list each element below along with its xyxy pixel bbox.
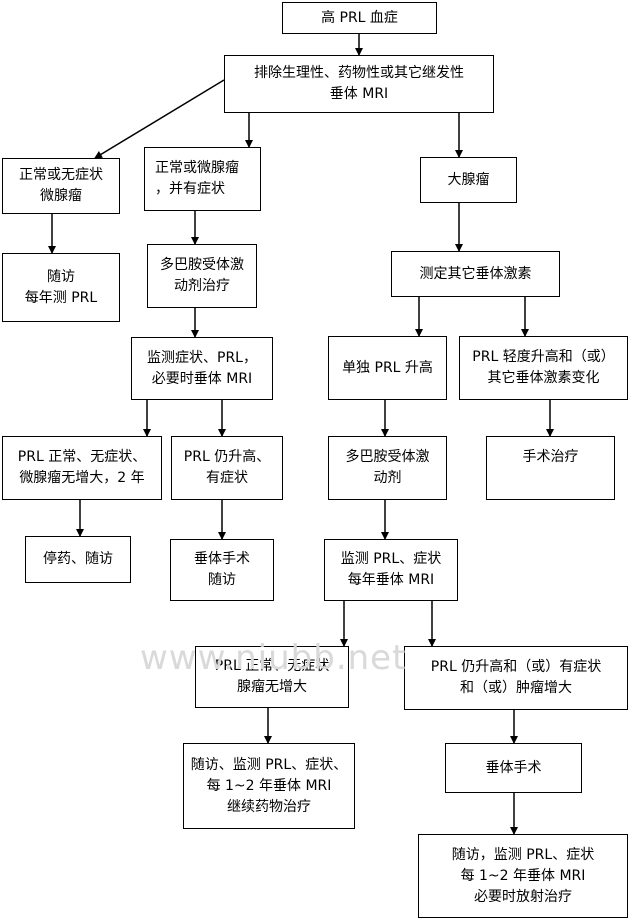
node-prl-normal-no-growth: PRL 正常、无症状 腺瘤无增大 [195, 646, 349, 708]
node-dopamine-therapy-line-2: 动剂治疗 [174, 278, 230, 294]
node-prl-still-high-symptom: PRL 仍升高、 有症状 [171, 436, 283, 500]
node-micro-no-symptom-line-2: 微腺瘤 [40, 188, 82, 204]
node-dopamine-agonist-line-2: 动剂 [373, 470, 402, 486]
node-follow-annual: 随访 每年测 PRL [2, 253, 120, 322]
node-micro-symptom-line-1: 正常或微腺瘤 [155, 160, 239, 176]
node-macro-line-1: 大腺瘤 [447, 171, 490, 188]
node-prl-normal-2y-line-2: 微腺瘤无增大，2 年 [19, 470, 145, 486]
node-prl-normal-2y: PRL 正常、无症状、 微腺瘤无增大，2 年 [2, 436, 162, 500]
node-prl-still-high-symptom-line-2: 有症状 [206, 470, 248, 486]
node-measure-other-hormones-line-1: 测定其它垂体激素 [419, 265, 532, 282]
node-stop-follow: 停药、随访 [25, 536, 131, 583]
node-dopamine-therapy: 多巴胺受体激 动剂治疗 [147, 244, 257, 308]
node-root-line-1: 高 PRL 血症 [321, 9, 398, 26]
node-prl-mild-other: PRL 轻度升高和（或） 其它垂体激素变化 [459, 336, 628, 400]
node-micro-no-symptom: 正常或无症状 微腺瘤 [2, 158, 120, 214]
node-surgery: 手术治疗 [486, 436, 615, 500]
node-monitor-symptoms-line-2: 必要时垂体 MRI [151, 370, 253, 387]
node-prl-only-high-line-1: 单独 PRL 升高 [342, 359, 433, 376]
node-dopamine-agonist: 多巴胺受体激 动剂 [328, 436, 447, 500]
node-prl-normal-2y-line-1: PRL 正常、无症状、 [17, 449, 147, 465]
node-surgery-line-1: 手术治疗 [522, 449, 579, 465]
node-prl-still-high-growth-line-1: PRL 仍升高和（或）有症状 [430, 659, 602, 675]
node-pituitary-surgery-follow: 垂体手术 随访 [170, 539, 274, 601]
node-follow-radiotherapy: 随访，监测 PRL、症状 每 1~2 年垂体 MRI 必要时放射治疗 [418, 834, 628, 918]
node-monitor-annual-mri: 监测 PRL、症状 每年垂体 MRI [324, 539, 458, 601]
node-pituitary-surgery: 垂体手术 [445, 743, 582, 793]
node-follow-annual-line-2: 每年测 PRL [24, 289, 98, 306]
node-micro-symptom: 正常或微腺瘤 ，并有症状 [144, 147, 261, 211]
node-follow-continue-drug-line-3: 继续药物治疗 [227, 798, 311, 815]
node-measure-other-hormones: 测定其它垂体激素 [391, 251, 560, 297]
node-prl-still-high-symptom-line-1: PRL 仍升高、 [183, 449, 271, 465]
node-dopamine-agonist-line-1: 多巴胺受体激 [345, 449, 430, 465]
node-pituitary-surgery-follow-line-1: 垂体手术 [194, 551, 250, 567]
node-pituitary-surgery-line-1: 垂体手术 [485, 759, 542, 776]
node-macro: 大腺瘤 [420, 157, 517, 203]
node-follow-radiotherapy-line-3: 必要时放射治疗 [474, 888, 572, 905]
node-pituitary-surgery-follow-line-2: 随访 [208, 572, 236, 588]
node-prl-still-high-growth-line-2: 和（或）肿瘤增大 [460, 680, 572, 696]
node-micro-symptom-line-2: ，并有症状 [155, 181, 225, 197]
node-exclude-line-1: 排除生理性、药物性或其它继发性 [254, 65, 464, 81]
node-prl-only-high: 单独 PRL 升高 [328, 336, 447, 400]
node-monitor-annual-mri-line-1: 监测 PRL、症状 [340, 551, 442, 567]
node-follow-radiotherapy-line-2: 每 1~2 年垂体 MRI [460, 867, 586, 884]
node-monitor-symptoms-line-1: 监测症状、PRL， [147, 349, 257, 366]
arrow-exclude-to-micro-no-symptom [94, 79, 225, 159]
node-exclude-line-2: 垂体 MRI [329, 86, 389, 102]
node-monitor-symptoms: 监测症状、PRL， 必要时垂体 MRI [131, 337, 273, 400]
node-prl-normal-no-growth-line-2: 腺瘤无增大 [237, 679, 307, 695]
node-dopamine-therapy-line-1: 多巴胺受体激 [160, 257, 244, 273]
node-follow-annual-line-1: 随访 [47, 268, 75, 285]
node-follow-continue-drug: 随访、监测 PRL、症状、 每 1~2 年垂体 MRI 继续药物治疗 [183, 743, 355, 829]
node-root: 高 PRL 血症 [282, 2, 437, 34]
node-follow-continue-drug-line-2: 每 1~2 年垂体 MRI [206, 777, 332, 794]
node-monitor-annual-mri-line-2: 每年垂体 MRI [347, 572, 435, 588]
node-stop-follow-line-1: 停药、随访 [43, 551, 113, 567]
node-prl-mild-other-line-1: PRL 轻度升高和（或） [472, 349, 615, 365]
node-prl-still-high-growth: PRL 仍升高和（或）有症状 和（或）肿瘤增大 [404, 646, 628, 710]
node-follow-continue-drug-line-1: 随访、监测 PRL、症状、 [190, 756, 348, 773]
node-prl-normal-no-growth-line-1: PRL 正常、无症状 [214, 658, 330, 674]
node-exclude: 排除生理性、药物性或其它继发性 垂体 MRI [224, 55, 494, 113]
node-prl-mild-other-line-2: 其它垂体激素变化 [487, 370, 600, 386]
node-follow-radiotherapy-line-1: 随访，监测 PRL、症状 [451, 846, 595, 863]
node-micro-no-symptom-line-1: 正常或无症状 [19, 167, 103, 183]
